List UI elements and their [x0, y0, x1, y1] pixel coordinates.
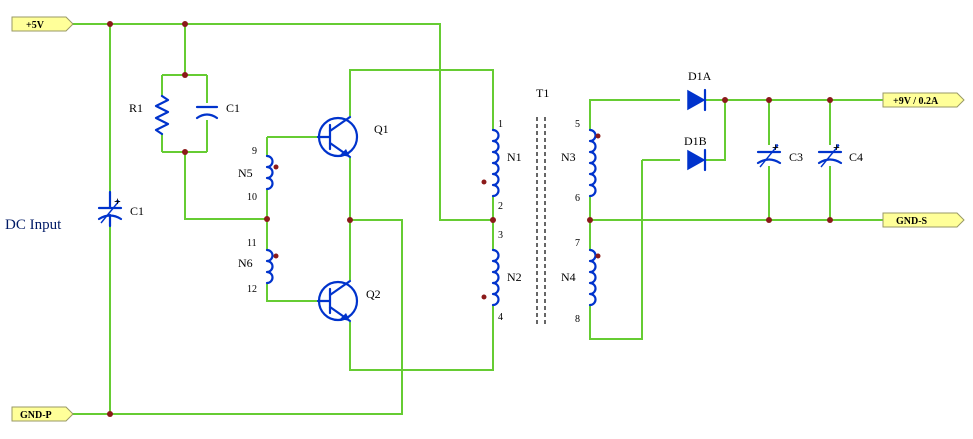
capacitor-c4: + C4: [817, 140, 863, 168]
port-gnd-p-label: GND-P: [20, 410, 52, 421]
svg-text:10: 10: [247, 192, 257, 203]
d1a-label: D1A: [688, 69, 712, 83]
port-vin-label: +5V: [26, 20, 45, 31]
n3-label: N3: [561, 150, 576, 164]
transistor-q2: Q2: [316, 279, 381, 323]
svg-text:9: 9: [252, 146, 257, 157]
winding-n1: N1 1 2: [481, 119, 522, 212]
port-gnd-p: GND-P: [11, 406, 74, 422]
svg-text:2: 2: [498, 201, 503, 212]
diode-d1a: D1A: [687, 69, 712, 112]
capacitor-c3: + C3: [756, 140, 803, 168]
n1-label: N1: [507, 150, 522, 164]
q2-label: Q2: [366, 287, 381, 301]
r1-label: R1: [129, 101, 143, 115]
c4-label: C4: [849, 150, 863, 164]
transistor-q1: Q1: [316, 115, 389, 159]
port-gnd-s-label: GND-S: [896, 216, 928, 227]
winding-n2: N2 3 4: [481, 230, 522, 323]
q1-label: Q1: [374, 122, 389, 136]
n2-label: N2: [507, 270, 522, 284]
winding-n3: N3 5 6: [561, 119, 601, 204]
resistor-r1: R1: [129, 94, 170, 136]
winding-n6: N6 11 12: [238, 238, 279, 295]
svg-text:7: 7: [575, 238, 580, 249]
svg-text:1: 1: [498, 119, 503, 130]
winding-n4: N4 7 8: [561, 238, 601, 325]
diode-d1b: D1B: [684, 134, 707, 172]
junction-dots: [107, 21, 833, 417]
svg-text:8: 8: [575, 314, 580, 325]
c3-label: C3: [789, 150, 803, 164]
dc-input-label: DC Input: [5, 217, 62, 233]
port-gnd-s: GND-S: [882, 212, 965, 228]
transformer-t1-core: T1: [536, 86, 549, 326]
svg-text:4: 4: [498, 312, 503, 323]
t1-label: T1: [536, 86, 549, 100]
d1b-label: D1B: [684, 134, 707, 148]
svg-text:12: 12: [247, 284, 257, 295]
port-vin: +5V: [11, 16, 74, 32]
c1-base-label: C1: [226, 101, 240, 115]
svg-text:+: +: [833, 140, 840, 154]
n5-label: N5: [238, 166, 253, 180]
n6-label: N6: [238, 256, 253, 270]
capacitor-c1-main: + C1: [97, 190, 144, 228]
port-vout-label: +9V / 0.2A: [893, 96, 939, 107]
svg-text:11: 11: [247, 238, 257, 249]
svg-text:+: +: [772, 140, 779, 154]
winding-n5: N5 9 10: [238, 146, 279, 203]
capacitor-c1-base: C1: [195, 101, 240, 120]
port-vout: +9V / 0.2A: [882, 92, 965, 108]
n4-label: N4: [561, 270, 576, 284]
svg-text:5: 5: [575, 119, 580, 130]
c1-main-label: C1: [130, 204, 144, 218]
svg-text:6: 6: [575, 193, 580, 204]
svg-text:3: 3: [498, 230, 503, 241]
svg-text:+: +: [114, 194, 121, 208]
